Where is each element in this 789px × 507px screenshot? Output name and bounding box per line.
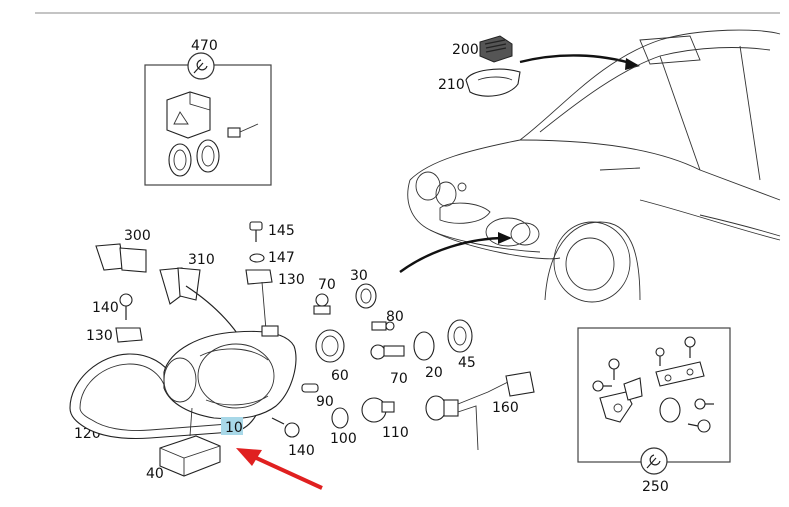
parts-300-310: 300 310 [95,228,256,364]
leader-arrow-top [519,54,635,66]
callout-80: 80 [386,309,404,325]
part-10-headlamp: 10 [163,325,323,490]
callout-90: 90 [316,394,334,410]
bulbs-sockets: 70 30 80 60 70 20 45 90 100 110 [301,268,476,447]
callout-140-bottom: 140 [288,443,315,459]
callout-145: 145 [268,223,295,239]
callout-10: 10 [225,420,243,436]
part-40-control-unit: 40 [146,407,221,482]
red-pointer-arrow [251,454,323,490]
callout-45: 45 [458,355,476,371]
callout-100: 100 [330,431,357,447]
part-160-cable: 160 [425,371,535,451]
callout-30: 30 [350,268,368,284]
leader-arrow-car [399,236,507,273]
kit-250-group: 250 [577,327,731,495]
kit-470-group: 470 [144,38,272,186]
callout-10-highlight [221,417,243,435]
callout-20: 20 [425,365,443,381]
callout-130-left: 130 [86,328,113,344]
callout-60: 60 [331,368,349,384]
callout-70-top: 70 [318,277,336,293]
callout-300: 300 [124,228,151,244]
callout-200: 200 [452,42,479,58]
car-illustration [399,29,781,303]
callout-250: 250 [642,479,669,495]
callout-70-bottom: 70 [390,371,408,387]
callout-160: 160 [492,400,519,416]
part-140-bottom: 140 [271,417,315,459]
callout-40: 40 [146,466,164,482]
parts-145-147-130: 145 147 130 [245,221,305,331]
callout-110: 110 [382,425,409,441]
callout-310: 310 [188,252,215,268]
callout-140-left: 140 [92,300,119,316]
parts-200-210: 200 210 [438,35,640,97]
callout-210: 210 [438,77,465,93]
callout-130-top: 130 [278,272,305,288]
callout-470: 470 [191,38,218,54]
callout-147: 147 [268,250,295,266]
parts-140-130-left: 140 130 [86,293,143,344]
